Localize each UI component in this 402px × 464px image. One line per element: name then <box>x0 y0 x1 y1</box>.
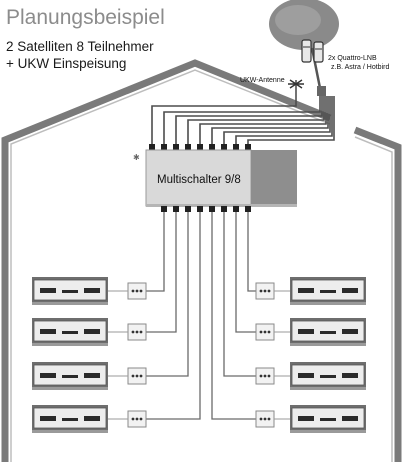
output-cables <box>146 212 256 420</box>
wall-socket-holes <box>131 289 271 421</box>
house-outline <box>1 59 402 462</box>
lnb-label-line-1: 2x Quattro-LNB <box>328 55 377 62</box>
feed-cables <box>151 96 335 148</box>
receiver-leads <box>108 290 290 420</box>
subtitle-line-1: 2 Satelliten 8 Teilnehmer <box>6 39 154 54</box>
receiver-icon <box>289 404 367 434</box>
house-inner-line <box>10 69 393 462</box>
multiswitch-label: Multischalter 9/8 <box>157 174 241 186</box>
subtitle-line-2: + UKW Einspeisung <box>6 56 127 71</box>
multiswitch-mark: ✱ <box>133 153 140 162</box>
multiswitch-icon <box>145 149 297 207</box>
receiver-icon <box>289 276 367 306</box>
lnb-icon <box>301 39 324 63</box>
switch-output-connectors <box>161 206 251 212</box>
receiver-icon <box>31 276 109 306</box>
lnb-label-line-2: z.B. Astra / Hotbird <box>331 64 389 71</box>
receiver-icon <box>289 361 367 391</box>
fm-antenna-icon <box>288 79 304 100</box>
receiver-icon <box>289 317 367 347</box>
satellite-dish-icon <box>269 0 339 96</box>
wall-socket-icon <box>127 282 275 428</box>
switch-input-connectors <box>149 144 251 150</box>
receiver-icon <box>31 317 109 347</box>
page-title: Planungsbeispiel <box>6 6 165 29</box>
fm-antenna-label: UKW-Antenne <box>240 77 285 84</box>
receiver-icon <box>31 404 109 434</box>
receiver-icon <box>31 361 109 391</box>
